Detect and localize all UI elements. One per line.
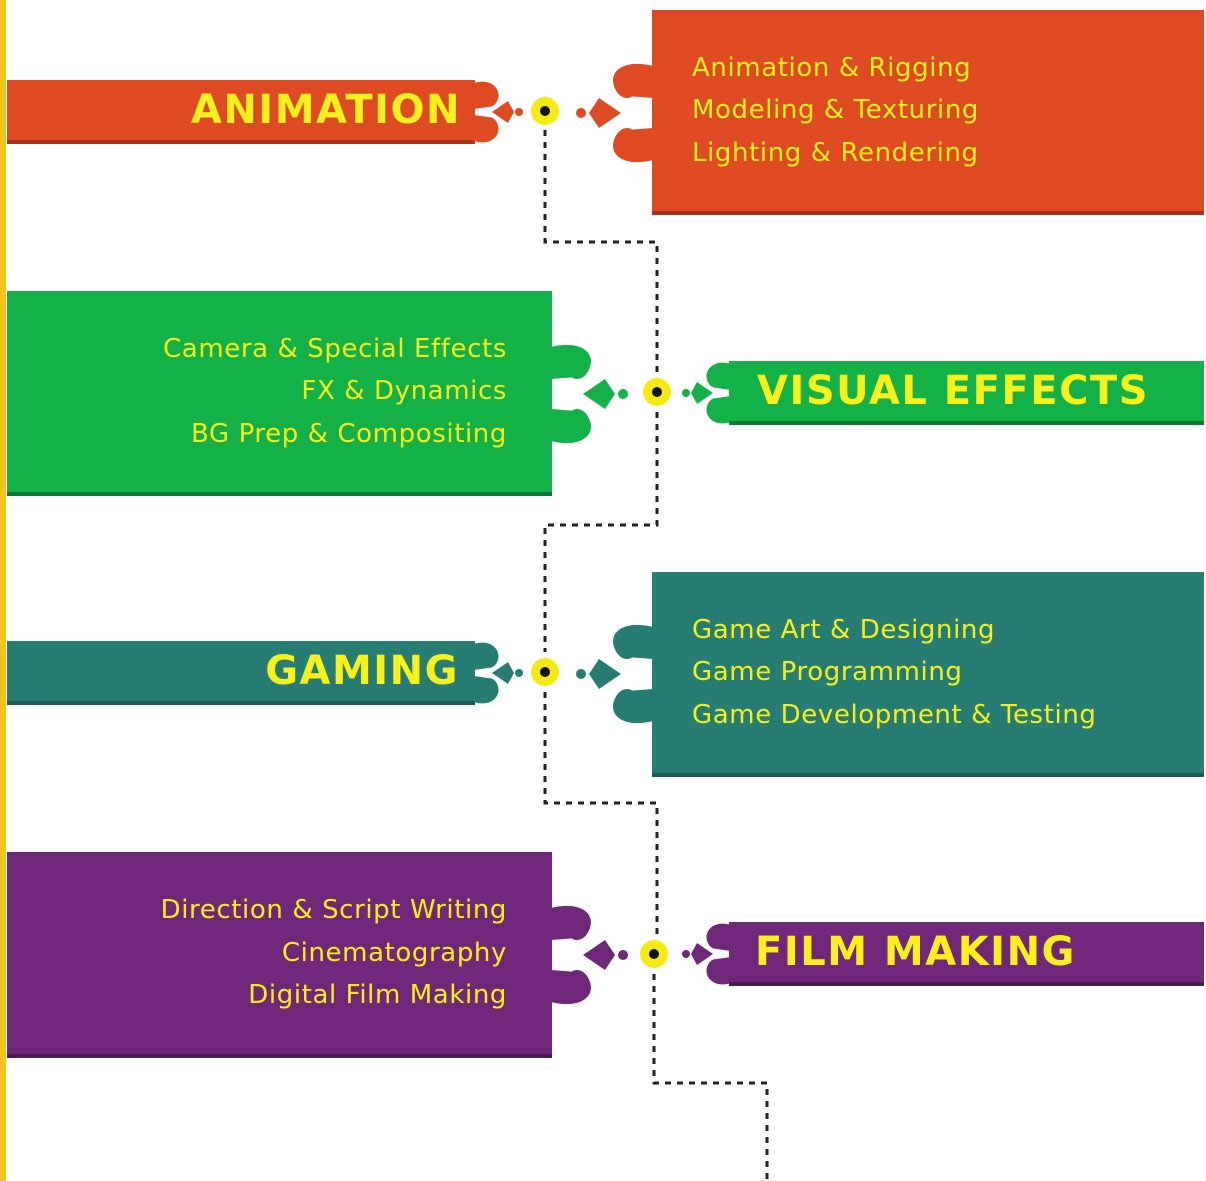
film-making-node-dot — [640, 940, 668, 968]
visual-effects-scroll-ornament-left — [551, 344, 628, 444]
visual-effects-banner: VISUAL EFFECTS — [729, 361, 1204, 425]
animation-banner: ANIMATION — [7, 80, 475, 144]
animation-scroll-ornament-right — [576, 63, 653, 163]
left-accent-rule — [0, 0, 6, 1181]
gaming-course-item: Game Programming — [692, 657, 963, 688]
animation-course-item: Modeling & Texturing — [692, 95, 980, 126]
visual-effects-course-item: Camera & Special Effects — [163, 333, 507, 364]
animation-course-item: Animation & Rigging — [692, 52, 972, 83]
visual-effects-courses-box: Camera & Special Effects FX & Dynamics B… — [7, 291, 552, 496]
animation-course-item: Lighting & Rendering — [692, 137, 979, 168]
film-making-banner: FILM MAKING — [729, 922, 1204, 986]
gaming-courses-box: Game Art & Designing Game Programming Ga… — [652, 572, 1204, 777]
visual-effects-title: VISUAL EFFECTS — [757, 368, 1150, 414]
visual-effects-node-dot — [643, 378, 671, 406]
visual-effects-course-item: FX & Dynamics — [301, 376, 507, 407]
gaming-course-item: Game Development & Testing — [692, 699, 1097, 730]
gaming-banner: GAMING — [7, 641, 475, 705]
animation-node-dot — [531, 97, 559, 125]
gaming-title: GAMING — [265, 648, 459, 694]
film-making-courses-box: Direction & Script Writing Cinematograph… — [7, 852, 552, 1058]
film-making-course-item: Direction & Script Writing — [160, 895, 507, 926]
animation-courses-box: Animation & Rigging Modeling & Texturing… — [652, 10, 1204, 215]
gaming-scroll-ornament-right — [576, 624, 653, 724]
film-making-course-item: Digital Film Making — [248, 980, 507, 1011]
gaming-course-item: Game Art & Designing — [692, 614, 996, 645]
film-making-title: FILM MAKING — [755, 929, 1076, 975]
visual-effects-scroll-ornament-right — [682, 362, 731, 424]
film-making-scroll-ornament-left — [551, 905, 628, 1005]
film-making-course-item: Cinematography — [281, 937, 507, 968]
animation-scroll-ornament-left — [474, 81, 523, 143]
film-making-scroll-ornament-right — [682, 923, 731, 985]
gaming-node-dot — [531, 658, 559, 686]
gaming-scroll-ornament-left — [474, 642, 523, 704]
visual-effects-course-item: BG Prep & Compositing — [190, 418, 507, 449]
animation-title: ANIMATION — [190, 87, 461, 133]
